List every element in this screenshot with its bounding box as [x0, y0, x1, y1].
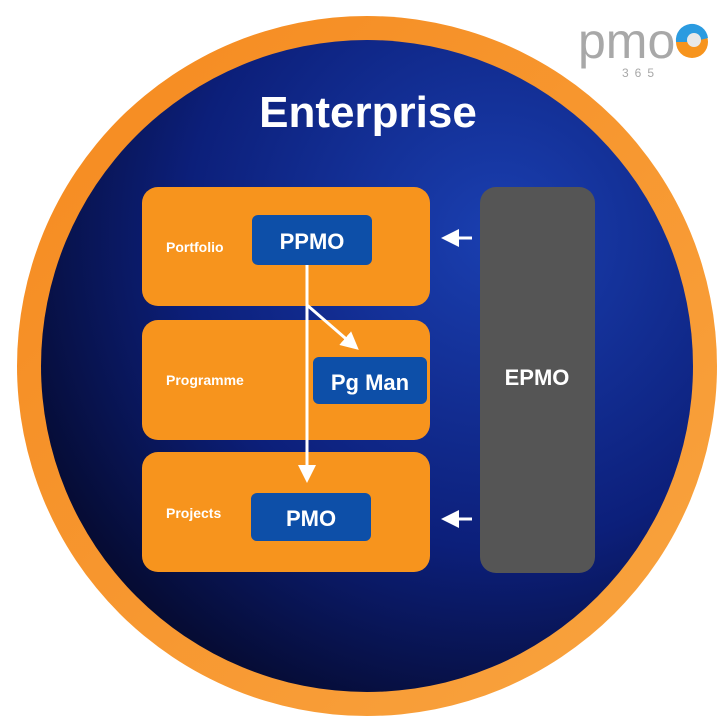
office-box-ppmo [252, 215, 372, 265]
epmo-label: EPMO [505, 365, 570, 390]
epmo-column: EPMO [480, 187, 595, 573]
office-box-pmo [251, 493, 371, 541]
layer-projects: Projects PMO [142, 452, 430, 572]
layer-programme: Programme Pg Man [142, 320, 430, 440]
enterprise-title: Enterprise [259, 88, 477, 137]
layer-label: Programme [166, 372, 244, 388]
arrow-ppmo-to-pg-man [306, 303, 359, 350]
office-label: PPMO [280, 229, 345, 254]
logo-subtext: 365 [622, 66, 660, 80]
office-label: PMO [286, 506, 336, 531]
office-label: Pg Man [331, 370, 409, 395]
office-box-pg-man [313, 357, 427, 404]
layer-label: Projects [166, 505, 221, 521]
layer-portfolio: Portfolio PPMO [142, 187, 430, 306]
logo-swirl-icon [675, 23, 708, 58]
layer-label: Portfolio [166, 239, 224, 255]
logo-text: pmo [578, 13, 675, 69]
pmo365-logo: pmo 365 [578, 13, 708, 80]
